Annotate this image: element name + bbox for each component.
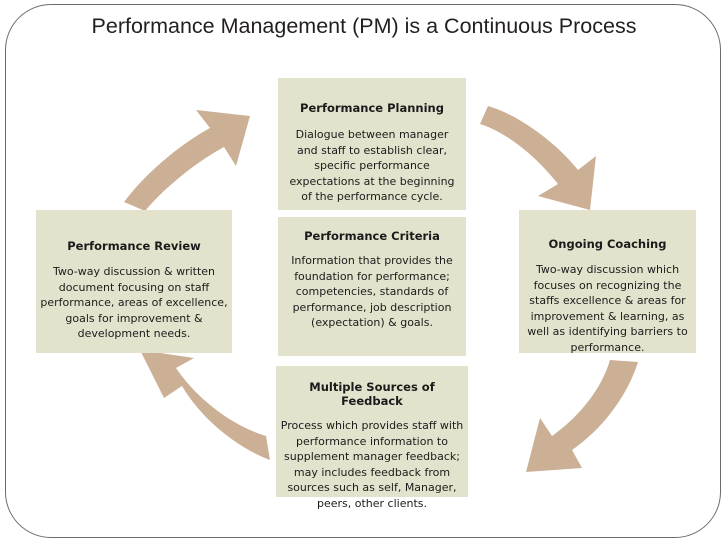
stage-box-performance-criteria: Performance Criteria Information that pr… xyxy=(278,217,466,356)
stage-title: Performance Criteria xyxy=(304,229,440,243)
stage-title: Performance Review xyxy=(67,239,201,253)
arrow-up-left-icon xyxy=(140,350,270,460)
stage-box-ongoing-coaching: Ongoing Coaching Two-way discussion whic… xyxy=(519,210,696,354)
stage-title: Multiple Sources of Feedback xyxy=(309,380,435,408)
page-title: Performance Management (PM) is a Continu… xyxy=(91,14,637,38)
arrow-down-right-icon xyxy=(480,106,596,210)
stage-box-performance-review: Performance Review Two-way discussion & … xyxy=(36,210,232,353)
arrow-down-left-icon xyxy=(526,360,638,472)
arrow-up-right-icon xyxy=(124,110,250,211)
stage-body: Dialogue between manager and staff to es… xyxy=(289,128,455,203)
stage-body: Two-way discussion & written document fo… xyxy=(40,265,228,340)
stage-title: Performance Planning xyxy=(300,101,444,115)
stage-body: Two-way discussion which focuses on reco… xyxy=(527,263,688,354)
stage-box-performance-planning: Performance Planning Dialogue between ma… xyxy=(278,78,466,210)
stage-box-multiple-sources-of-feedback: Multiple Sources of Feedback Process whi… xyxy=(276,366,468,510)
stage-title: Ongoing Coaching xyxy=(548,237,667,251)
stage-body: Information that provides the foundation… xyxy=(291,254,453,329)
stage-body: Process which provides staff with perfor… xyxy=(280,419,464,510)
